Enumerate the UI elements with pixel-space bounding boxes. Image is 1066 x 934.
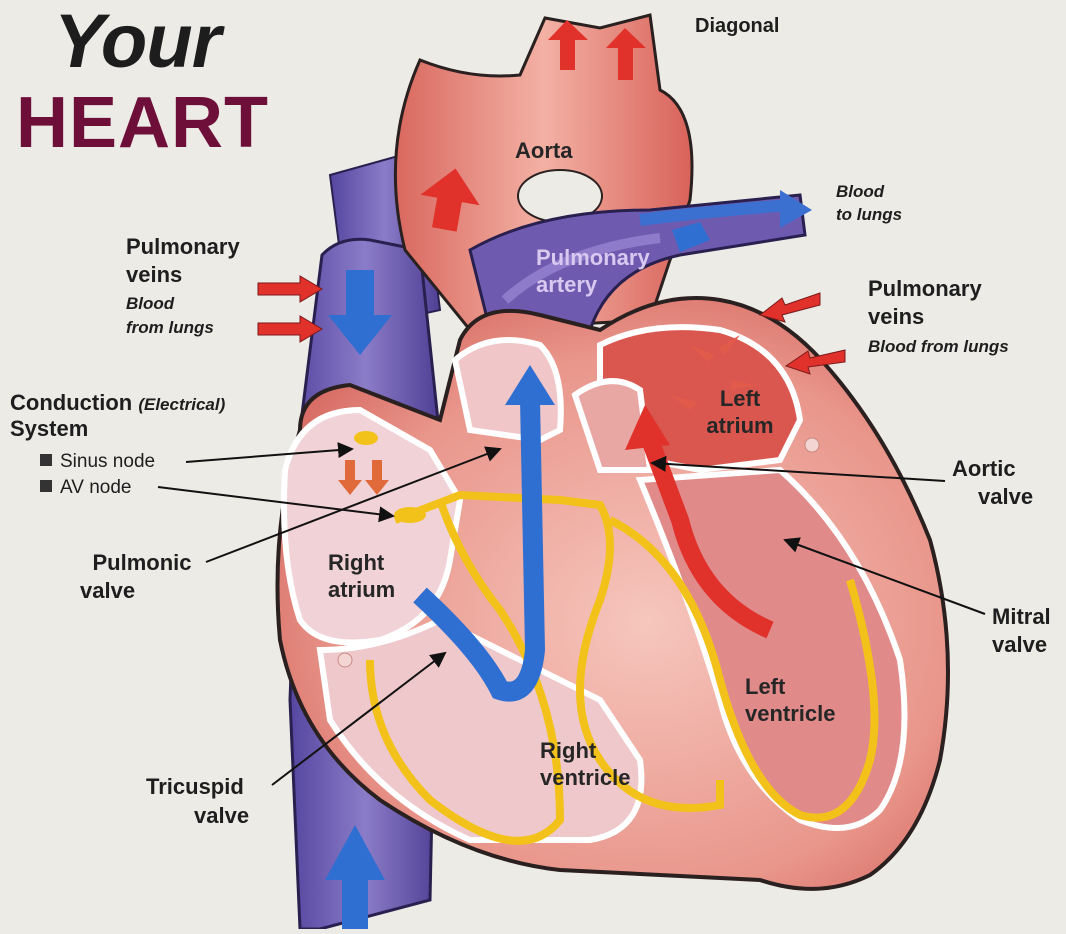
label-left-atrium-2: atrium (690, 413, 790, 438)
label-pulmonary-artery-2: artery (536, 272, 597, 297)
bullet-square-icon (40, 454, 52, 466)
label-left-ventricle-2: ventricle (745, 701, 865, 726)
pulmonary-vein-arrows-left (258, 276, 322, 342)
label-pulmonary-artery-1: Pulmonary (536, 245, 650, 270)
label-aortic-1: Aortic (952, 456, 1016, 481)
label-right-veins-sub: Blood from lungs (868, 336, 1009, 358)
label-blood-to-lungs-2: to lungs (836, 204, 902, 226)
label-blood-to-lungs-1: Blood (836, 181, 884, 203)
label-conduction-title: Conduction (Electrical) (10, 390, 225, 416)
label-pulmonic-2: valve (80, 578, 135, 603)
label-left-ventricle-1: Left (745, 674, 805, 699)
label-right-veins-title2: veins (868, 304, 924, 329)
legend-sinus-node: Sinus node (40, 449, 155, 474)
title-line2: HEART (16, 82, 269, 164)
label-pulmonic-1: Pulmonic (80, 550, 204, 575)
label-left-veins-title2: veins (126, 262, 182, 287)
conduction-title1: Conduction (10, 390, 132, 415)
label-tricuspid-2: valve (194, 803, 249, 828)
label-left-veins-title1: Pulmonary (126, 234, 240, 259)
legend-av-node: AV node (40, 475, 131, 500)
sinus-node-label: Sinus node (60, 451, 155, 472)
label-mitral-1: Mitral (992, 604, 1051, 629)
label-right-ventricle-2: ventricle (540, 765, 660, 790)
label-left-veins-sub2: from lungs (126, 317, 214, 339)
label-aorta: Aorta (515, 138, 572, 163)
label-left-veins-sub1: Blood (126, 293, 174, 315)
av-node-label: AV node (60, 477, 131, 498)
title-line1: Your (54, 0, 220, 85)
label-right-atrium-1: Right (328, 550, 410, 575)
corner-label: Diagonal (695, 14, 779, 39)
conduction-title-paren: (Electrical) (138, 395, 225, 414)
label-right-atrium-2: atrium (328, 577, 410, 602)
label-mitral-2: valve (992, 632, 1047, 657)
label-aortic-2: valve (978, 484, 1033, 509)
label-right-ventricle-1: Right (540, 738, 610, 763)
label-tricuspid-1: Tricuspid (146, 774, 244, 799)
label-left-atrium-1: Left (700, 386, 780, 411)
bullet-square-icon (40, 480, 52, 492)
conduction-title2: System (10, 416, 88, 441)
label-right-veins-title1: Pulmonary (868, 276, 982, 301)
